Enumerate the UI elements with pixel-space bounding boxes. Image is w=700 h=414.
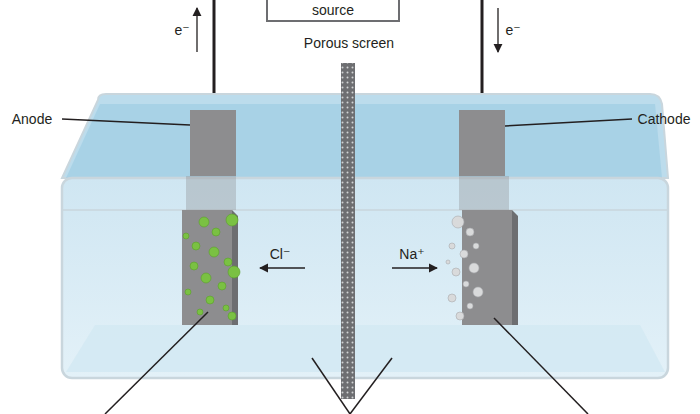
chlorine-bubble	[183, 233, 189, 239]
chlorine-bubble	[228, 312, 236, 320]
sodium-bubble	[473, 243, 479, 249]
chlorine-bubble	[218, 282, 226, 290]
sodium-bubble	[473, 287, 483, 297]
chlorine-bubble	[192, 242, 200, 250]
tank	[62, 94, 668, 378]
chlorine-bubble	[190, 262, 198, 270]
ion-label: Na⁺	[399, 246, 424, 262]
ion-label: Cl⁻	[270, 246, 291, 262]
chlorine-bubble	[185, 289, 191, 295]
chlorine-bubble	[199, 217, 209, 227]
sodium-bubble	[469, 263, 479, 273]
chlorine-bubble	[212, 228, 220, 236]
screen-label: Porous screen	[304, 35, 394, 51]
ion-arrow	[392, 267, 437, 268]
sodium-bubble	[452, 216, 464, 228]
electron-label: e⁻	[505, 22, 520, 38]
cathode-electrode	[459, 110, 518, 325]
leader-line	[62, 119, 632, 414]
chlorine-bubble	[224, 258, 232, 266]
electron-label: e⁻	[174, 22, 189, 38]
sodium-bubble	[452, 268, 460, 276]
box-text: source	[268, 2, 398, 18]
chlorine-bubble	[197, 309, 203, 315]
chlorine-bubble	[201, 273, 211, 283]
chlorine-bubble	[223, 305, 229, 311]
sodium-bubble	[456, 312, 464, 320]
power-source-box: source	[266, 0, 400, 22]
chlorine-bubble	[226, 214, 238, 226]
sodium-bubble	[466, 228, 474, 236]
part-label: Cathode	[638, 111, 691, 127]
porous-screen	[341, 63, 355, 399]
sodium-bubble	[463, 281, 469, 287]
chlorine-bubble	[209, 247, 219, 257]
sodium-bubble	[467, 303, 473, 309]
electron-arrow	[196, 8, 197, 52]
ion-arrow	[260, 267, 305, 268]
sodium-bubble	[460, 250, 468, 258]
anode-electrode	[182, 110, 238, 325]
sodium-bubble	[449, 243, 455, 249]
sodium-bubble	[448, 294, 456, 302]
sodium-bubble	[446, 260, 450, 264]
electron-arrow	[497, 8, 498, 52]
part-label: Anode	[12, 111, 52, 127]
chlorine-bubble	[206, 296, 214, 304]
chlorine-bubble	[228, 266, 240, 278]
